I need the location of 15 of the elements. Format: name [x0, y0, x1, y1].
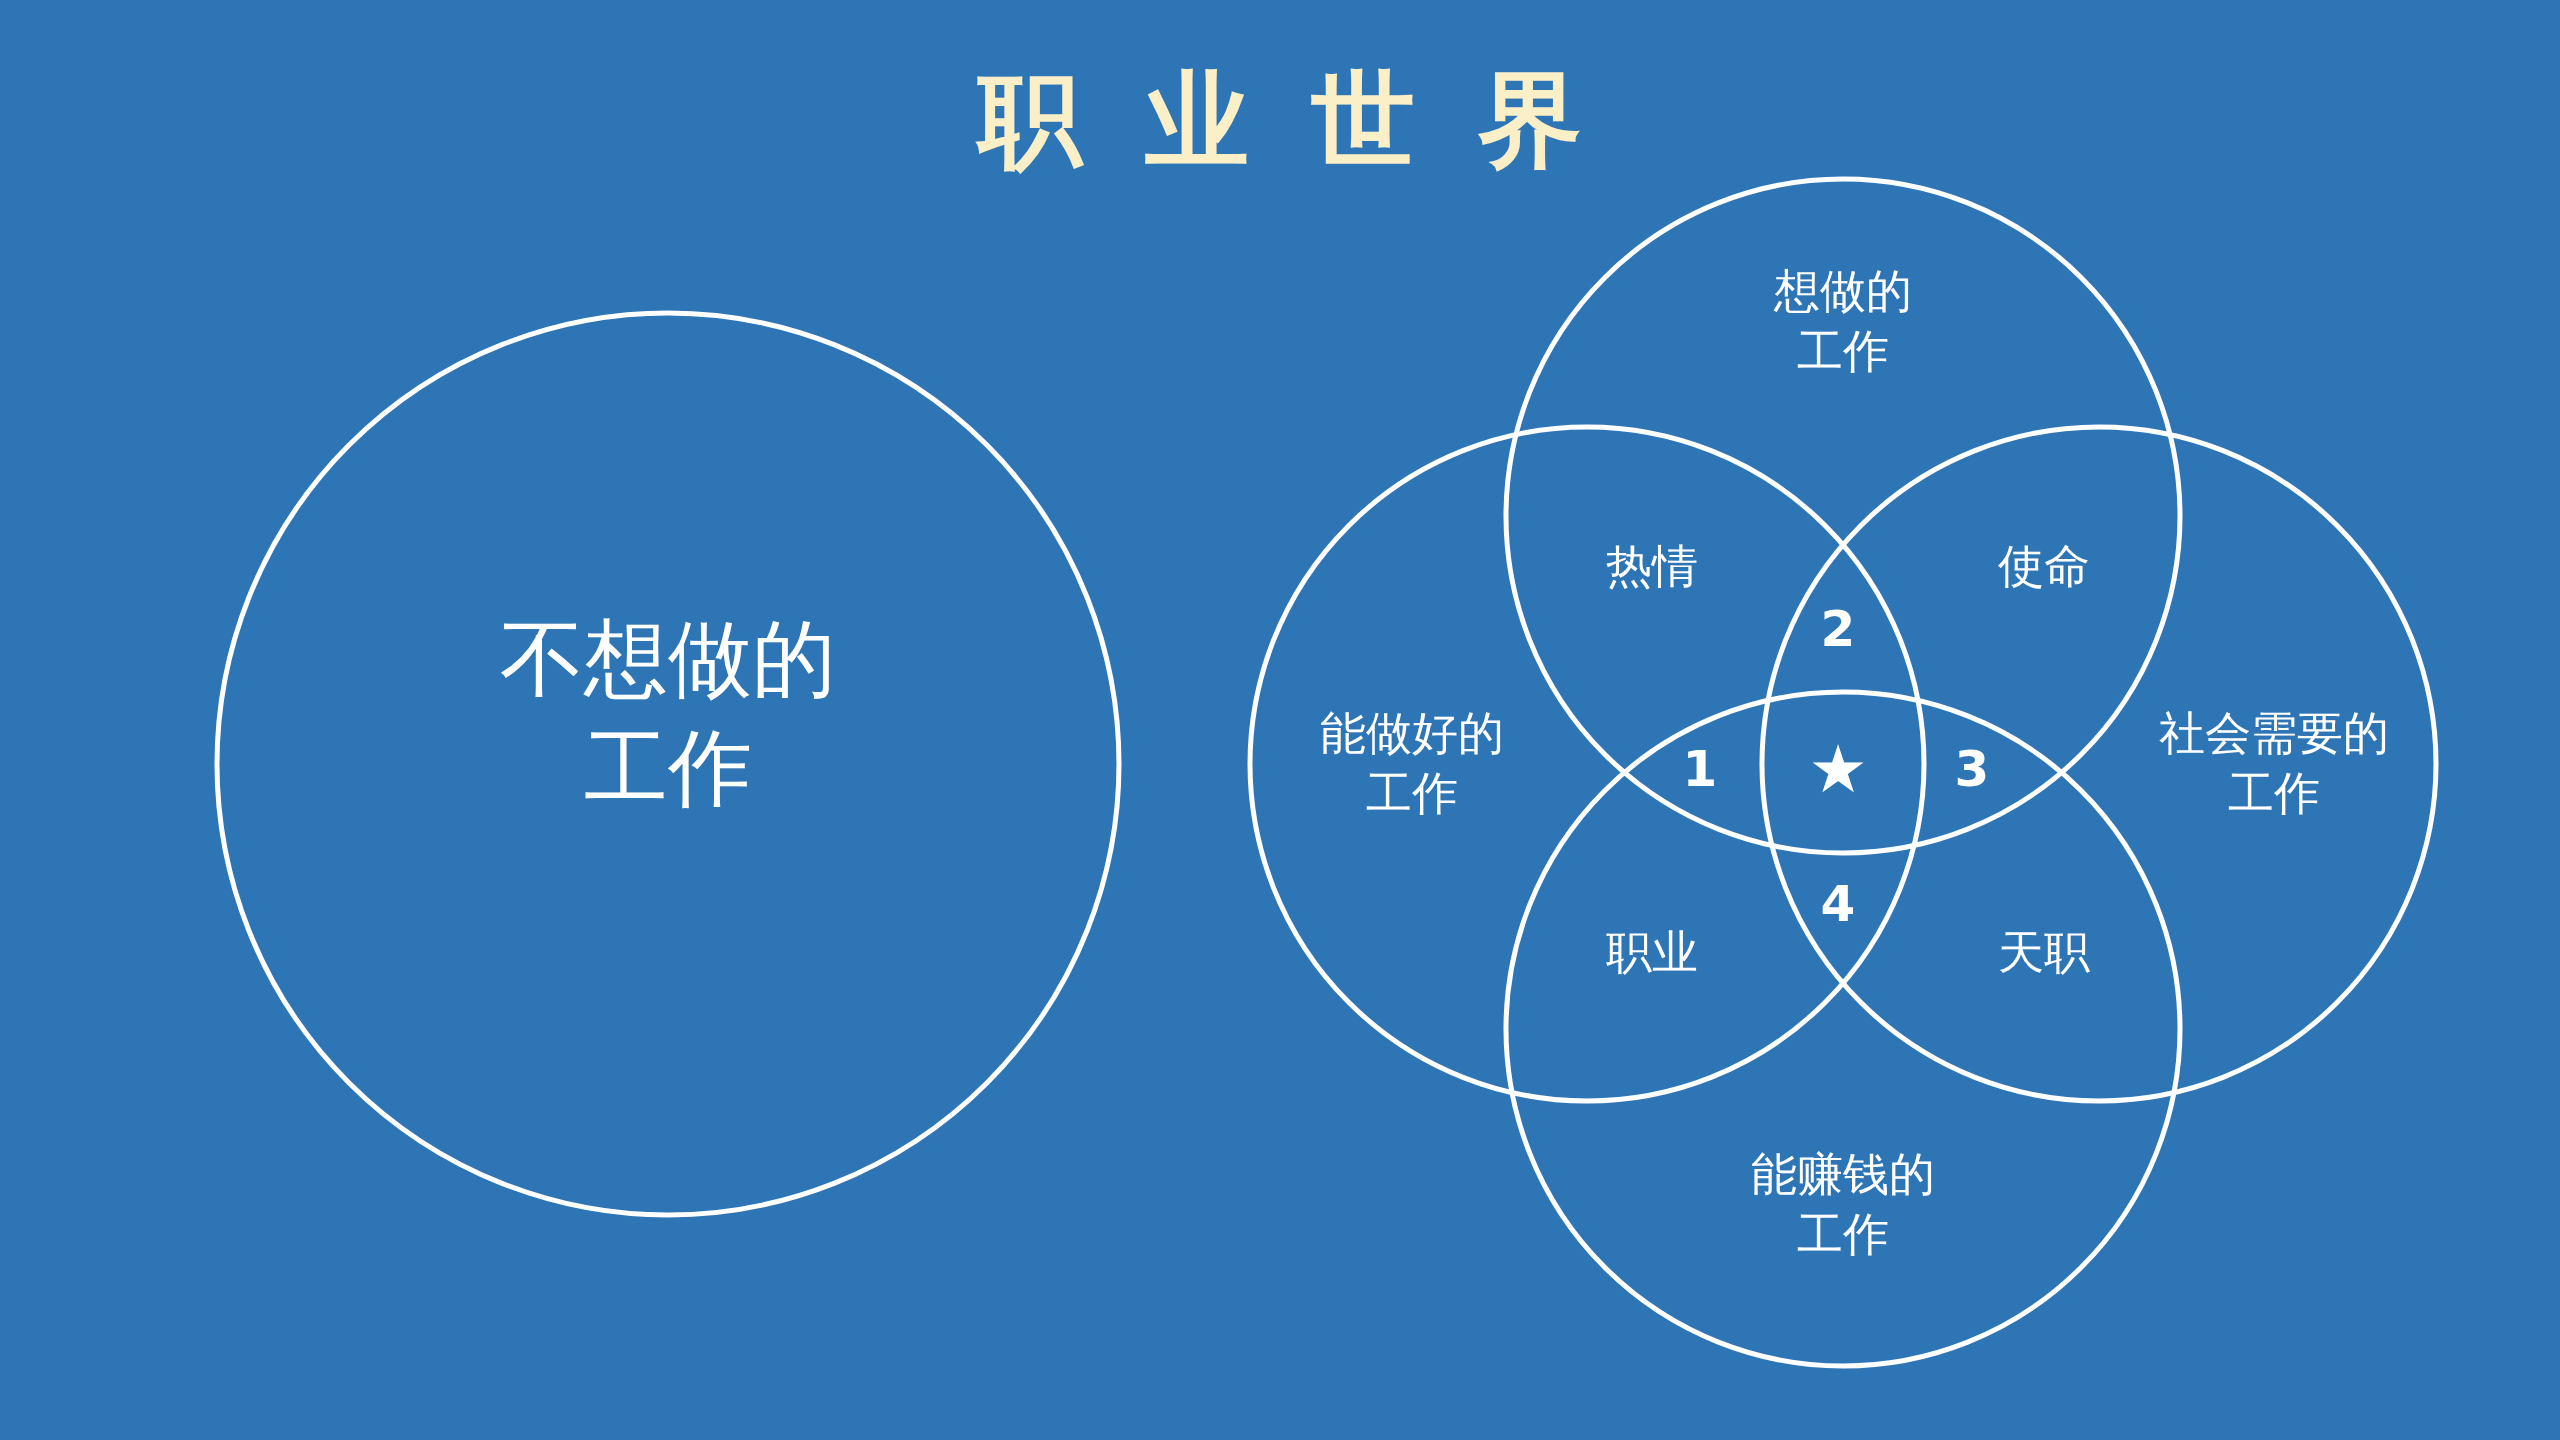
- star-label: ★: [1808, 730, 1868, 808]
- circle-label: 能赚钱的工作: [1750, 1146, 1936, 1263]
- region-number: 2: [1820, 600, 1856, 658]
- circle-label: 能做好的工作: [1319, 705, 1505, 822]
- region-label: 使命: [1998, 538, 2090, 595]
- region-label: 热情: [1606, 538, 1698, 595]
- region-number: 1: [1682, 740, 1718, 798]
- region-label: 天职: [1998, 924, 2090, 981]
- circle-label: 想做的工作: [1773, 263, 1913, 380]
- circle-label: 社会需要的工作: [2158, 705, 2390, 822]
- region-number: 3: [1954, 740, 1990, 798]
- title: 职业世界: [916, 52, 1644, 192]
- circle-label: 不想做的工作: [499, 608, 837, 819]
- region-label: 职业: [1606, 924, 1698, 981]
- region-number: 4: [1820, 875, 1856, 933]
